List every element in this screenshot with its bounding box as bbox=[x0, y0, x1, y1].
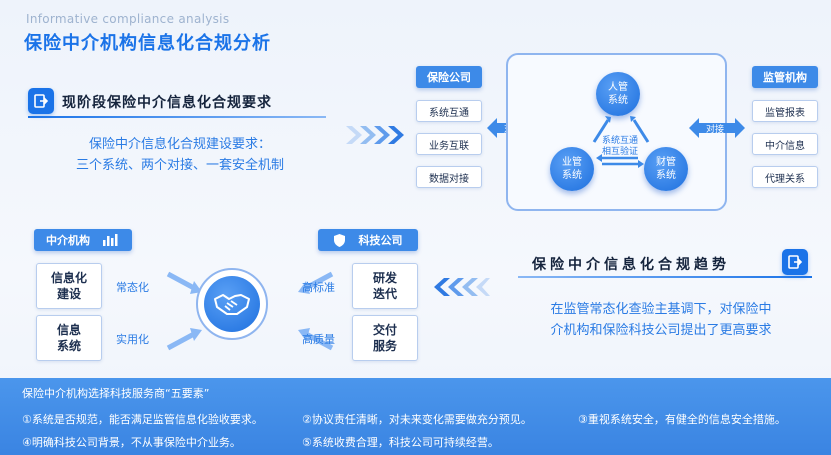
trend-underline bbox=[518, 276, 812, 278]
label-high-standard: 高标准 bbox=[302, 281, 335, 294]
connect-right-label: 对接 bbox=[706, 125, 725, 135]
triangle-connectors-icon bbox=[572, 112, 668, 172]
five-elements-title: 保险中介机构选择科技服务商“五要素” bbox=[22, 387, 210, 400]
intermediary-title: 中介机构 bbox=[46, 234, 90, 247]
intermediary-box-system: 信息系统 bbox=[36, 315, 102, 361]
requirements-heading: 现阶段保险中介信息化合规要求 bbox=[62, 95, 272, 111]
tech-box-rnd: 研发迭代 bbox=[352, 263, 418, 309]
trend-text-1: 在监管常态化查验主基调下，对保险中 bbox=[550, 302, 772, 317]
handshake-circle bbox=[196, 268, 268, 340]
page-title: 保险中介机构信息化合规分析 bbox=[24, 33, 271, 54]
tech-header: 科技公司 bbox=[318, 229, 418, 251]
center-note-1: 系统互通 bbox=[602, 136, 639, 146]
intermediary-header: 中介机构 bbox=[34, 229, 132, 251]
finance-system-circle: 财管系统 bbox=[644, 147, 688, 191]
requirements-text-2: 三个系统、两个对接、一套安全机制 bbox=[75, 158, 284, 173]
export-icon bbox=[28, 88, 54, 114]
tech-box-delivery-label: 交付服务 bbox=[372, 323, 397, 353]
business-system-circle: 业管系统 bbox=[550, 147, 594, 191]
trend-heading: 保险中介信息化合规趋势 bbox=[532, 257, 730, 273]
element-2: ②协议责任清晰，对未来变化需要做充分预见。 bbox=[302, 413, 532, 426]
shield-icon bbox=[333, 233, 345, 247]
hr-system-circle: 人管系统 bbox=[596, 72, 640, 116]
chevron-arrows-left-icon bbox=[430, 276, 490, 302]
label-high-quality: 高质量 bbox=[302, 333, 335, 346]
five-elements-band bbox=[0, 378, 831, 455]
insurer-item-business-link: 业务互联 bbox=[416, 133, 482, 155]
element-4: ④明确科技公司背景，不从事保险中介业务。 bbox=[22, 436, 241, 449]
bar-chart-icon bbox=[103, 234, 118, 246]
insurer-item-system-interop: 系统互通 bbox=[416, 100, 482, 122]
insurer-item-data-connect: 数据对接 bbox=[416, 166, 482, 188]
tech-box-delivery: 交付服务 bbox=[352, 315, 418, 361]
intermediary-box-construction: 信息化建设 bbox=[36, 263, 102, 309]
label-practical: 实用化 bbox=[116, 333, 149, 346]
finance-system-label: 财管系统 bbox=[656, 157, 676, 181]
subtitle-en: Informative compliance analysis bbox=[26, 12, 230, 26]
label-normalization: 常态化 bbox=[116, 281, 149, 294]
requirements-underline bbox=[28, 116, 326, 118]
element-1: ①系统是否规范，能否满足监管信息化验收要求。 bbox=[22, 413, 263, 426]
chevron-arrows-right-icon bbox=[344, 124, 408, 150]
element-3: ③重视系统安全，有健全的信息安全措施。 bbox=[578, 413, 786, 426]
trend-text-2: 介机构和保险科技公司提出了更高要求 bbox=[550, 323, 772, 338]
requirements-text-1: 保险中介信息化合规建设要求： bbox=[88, 137, 271, 152]
convergence-arrows bbox=[150, 246, 350, 380]
double-arrow-right-icon bbox=[688, 117, 746, 143]
regulator-item-info: 中介信息 bbox=[752, 133, 818, 155]
tech-box-rnd-label: 研发迭代 bbox=[372, 271, 397, 301]
regulator-header: 监管机构 bbox=[752, 66, 818, 88]
element-5: ⑤系统收费合理，科技公司可持续经营。 bbox=[302, 436, 499, 449]
insurer-header: 保险公司 bbox=[416, 66, 482, 88]
regulator-item-reports: 监管报表 bbox=[752, 100, 818, 122]
intermediary-box-system-label: 信息系统 bbox=[56, 323, 81, 353]
business-system-label: 业管系统 bbox=[562, 157, 582, 181]
tech-title: 科技公司 bbox=[358, 234, 403, 247]
hr-system-label: 人管系统 bbox=[608, 82, 628, 106]
center-note-2: 相互验证 bbox=[602, 147, 639, 157]
regulator-item-agency: 代理关系 bbox=[752, 166, 818, 188]
handshake-icon bbox=[204, 276, 260, 332]
export-icon-2 bbox=[782, 249, 808, 275]
intermediary-box-construction-label: 信息化建设 bbox=[50, 271, 87, 301]
